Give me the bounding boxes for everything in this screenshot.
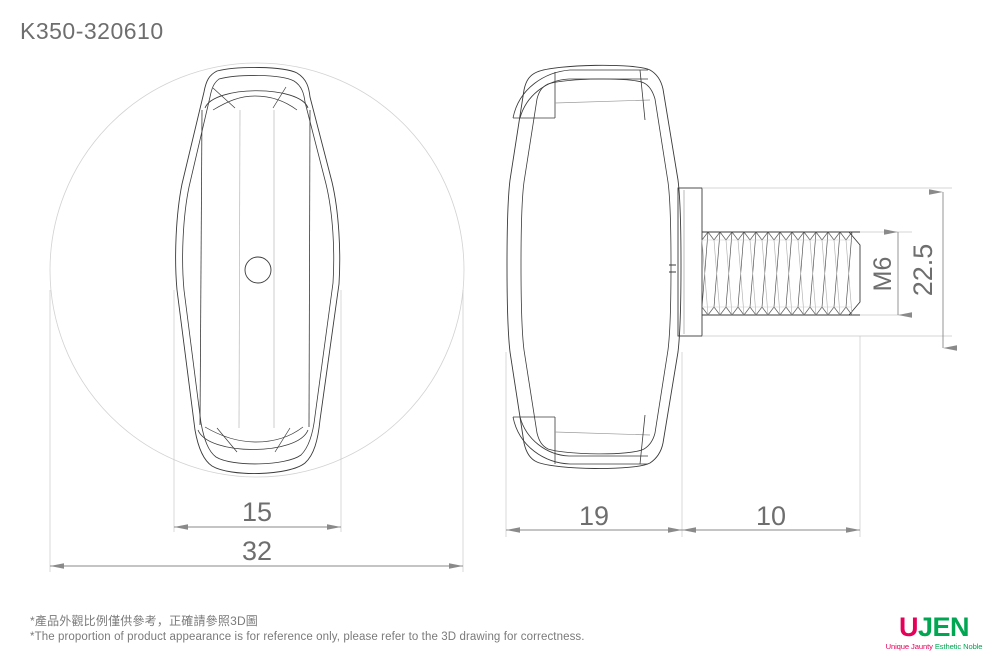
knob-top-cap bbox=[204, 90, 309, 109]
front-view-group: 15 32 bbox=[49, 62, 465, 572]
dim-label-overall-width: 32 bbox=[242, 536, 272, 566]
side-bottom-chamfer-inner bbox=[519, 416, 648, 457]
tagline-first-part: Unique Jaunty bbox=[885, 642, 935, 651]
side-top-edge-line bbox=[554, 99, 651, 104]
flute-line-left bbox=[238, 109, 241, 429]
side-view-group: M6 22.5 19 10 bbox=[505, 64, 957, 537]
knob-outer-outline bbox=[175, 67, 341, 475]
center-hole bbox=[244, 256, 272, 284]
dim-label-thread-length: 10 bbox=[756, 501, 786, 531]
tagline-second-part: Esthetic Noble bbox=[934, 642, 983, 651]
envelope-circle bbox=[49, 62, 465, 478]
rib-right-edge bbox=[308, 109, 311, 428]
thread-flanks-back bbox=[701, 239, 853, 316]
logo-tagline: Unique Jaunty Esthetic Noble bbox=[878, 643, 990, 651]
logo-letter-u: U bbox=[898, 612, 919, 642]
side-bottom-edge-line bbox=[554, 431, 651, 436]
facet-top-left bbox=[212, 87, 236, 109]
dim-label-knob-height: 19 bbox=[579, 501, 609, 531]
thread-flanks-front bbox=[701, 231, 853, 308]
side-bottom-right-break bbox=[639, 414, 646, 465]
facet-bottom-left bbox=[216, 427, 238, 453]
logo-letters-jen: JEN bbox=[917, 612, 970, 642]
side-top-chamfer bbox=[512, 69, 648, 119]
facet-top-crown bbox=[212, 95, 298, 111]
facet-bottom-crown bbox=[204, 426, 304, 443]
footnote-chinese: *產品外觀比例僅供參考，正確請參照3D圖 bbox=[30, 614, 259, 628]
thread-end-chamfer bbox=[848, 231, 861, 316]
brand-logo: UJEN Unique Jaunty Esthetic Noble bbox=[878, 614, 990, 651]
footnote-english: *The proportion of product appearance is… bbox=[30, 631, 585, 643]
facet-top-right bbox=[272, 86, 287, 109]
side-knob-outer bbox=[506, 64, 682, 469]
facet-bottom-right bbox=[274, 427, 291, 453]
knob-bottom-cap bbox=[197, 429, 309, 450]
side-bottom-chamfer bbox=[512, 416, 648, 465]
thread-profile-top bbox=[701, 231, 853, 241]
dim-label-thread-spec: M6 bbox=[869, 257, 897, 292]
page-title: K350-320610 bbox=[20, 18, 164, 44]
side-top-right-break bbox=[639, 69, 646, 121]
side-knob-inner bbox=[520, 78, 672, 455]
logo-wordmark: UJEN bbox=[878, 614, 990, 641]
thread-profile-bottom bbox=[701, 306, 853, 316]
rib-left-edge bbox=[199, 109, 203, 426]
collar-body bbox=[677, 187, 703, 337]
side-mid-notch bbox=[669, 264, 676, 273]
knob-inner-outline bbox=[182, 75, 335, 465]
dim-label-inner-width: 15 bbox=[242, 497, 272, 527]
side-top-chamfer-inner bbox=[519, 78, 648, 119]
dim-label-total-length: 22.5 bbox=[908, 244, 938, 297]
